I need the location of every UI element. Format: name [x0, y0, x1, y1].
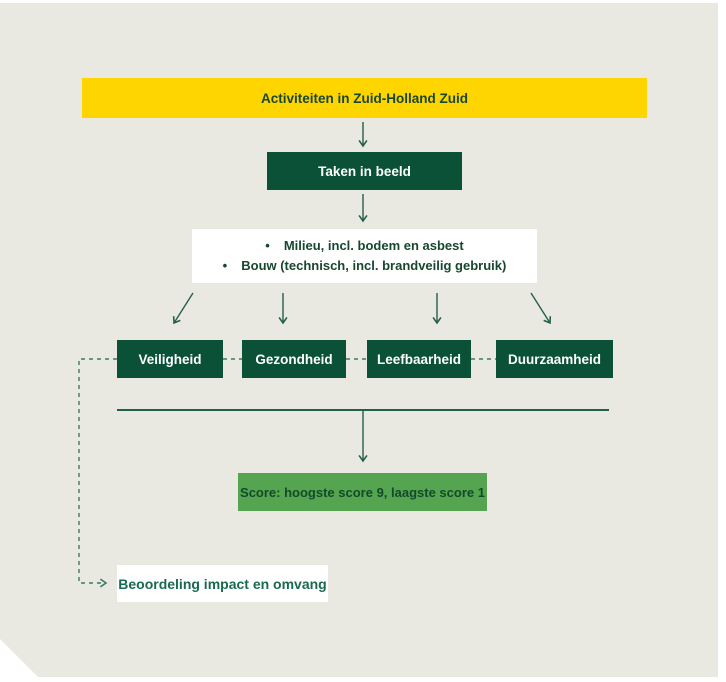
task-item-label: Bouw (technisch, incl. brandveilig gebru… [241, 258, 507, 273]
taken-in-beeld-label: Taken in beeld [318, 163, 411, 179]
task-item-label: Milieu, incl. bodem en asbest [283, 238, 464, 253]
pillar-label-duurzaamheid: Duurzaamheid [507, 351, 602, 367]
pillar-label-leefbaarheid: Leefbaarheid [376, 351, 462, 367]
pillar-box-gezondheid: Gezondheid [242, 340, 346, 378]
pillar-label-gezondheid: Gezondheid [255, 351, 333, 367]
task-item-milieu: • Milieu, incl. bodem en asbest [265, 237, 463, 255]
bullet-icon: • [222, 258, 228, 273]
box-score: Score: hoogste score 9, laagste score 1 [238, 473, 487, 511]
box-beoordeling: Beoordeling impact en omvang [117, 565, 328, 602]
pillar-box-veiligheid: Veiligheid [117, 340, 223, 378]
task-item-bouw: • Bouw (technisch, incl. brandveilig geb… [223, 257, 507, 275]
bullet-icon: • [265, 238, 270, 253]
box-taken-in-beeld: Taken in beeld [267, 152, 462, 190]
box-task-list: • Milieu, incl. bodem en asbest • Bouw (… [192, 229, 537, 283]
pillar-label-veiligheid: Veiligheid [138, 351, 202, 367]
beoordeling-label: Beoordeling impact en omvang [118, 575, 327, 592]
score-label: Score: hoogste score 9, laagste score 1 [240, 484, 485, 500]
pillar-box-duurzaamheid: Duurzaamheid [496, 340, 613, 378]
banner-activiteiten: Activiteiten in Zuid-Holland Zuid [82, 78, 647, 118]
pillar-box-leefbaarheid: Leefbaarheid [367, 340, 471, 378]
banner-activiteiten-label: Activiteiten in Zuid-Holland Zuid [261, 90, 468, 106]
